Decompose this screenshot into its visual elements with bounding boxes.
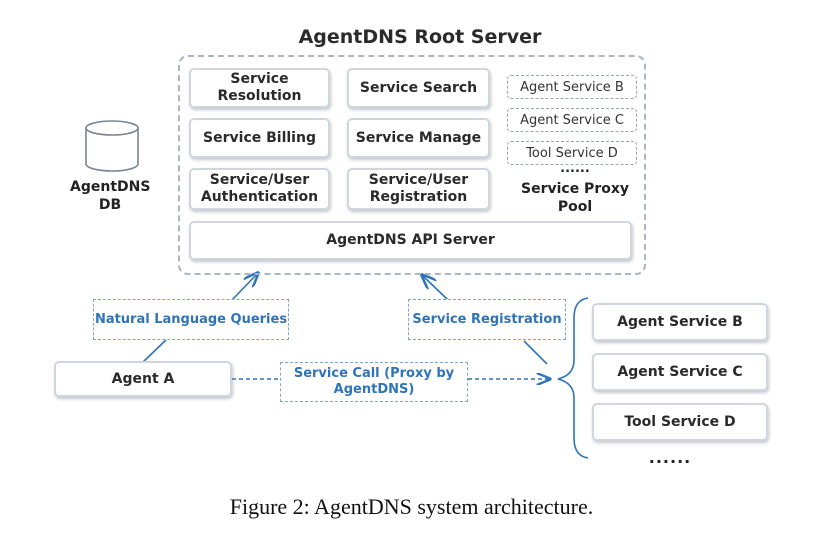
api-server-box: AgentDNS API Server <box>189 221 632 260</box>
registration-arrow-lower <box>523 340 548 365</box>
service-call-label: Service Call (Proxy by AgentDNS) <box>280 362 468 402</box>
pool-ellipsis: ...... <box>560 161 590 176</box>
figure-caption: Figure 2: AgentDNS system architecture. <box>229 494 594 519</box>
database-label: AgentDNS DB <box>70 179 151 213</box>
queries-label: Natural Language Queries <box>93 299 289 340</box>
service-box: Agent Service C <box>592 353 768 391</box>
root-server-frame <box>178 55 646 275</box>
service-resolution-box: Service Resolution <box>189 68 330 108</box>
registration-label: Service Registration <box>408 299 566 340</box>
services-brace <box>557 297 589 459</box>
service-billing-box: Service Billing <box>189 118 330 158</box>
root-server-title: AgentDNS Root Server <box>298 26 542 48</box>
service-box: Agent Service B <box>592 303 768 341</box>
proxy-pool-label: Service Proxy Pool <box>520 181 629 215</box>
authentication-box: Service/User Authentication <box>189 168 330 210</box>
database-icon <box>85 120 139 172</box>
registration-box: Service/User Registration <box>347 168 490 210</box>
registration-arrow-upper <box>422 275 449 301</box>
agent-a-box: Agent A <box>54 361 232 397</box>
queries-arrow-lower <box>142 339 167 363</box>
pool-item: Agent Service C <box>507 108 637 132</box>
service-box: Tool Service D <box>592 403 768 441</box>
pool-item: Agent Service B <box>507 75 637 99</box>
services-ellipsis: ...... <box>648 448 692 467</box>
service-search-box: Service Search <box>347 68 490 108</box>
pool-item: Tool Service D <box>507 141 637 165</box>
service-manage-box: Service Manage <box>347 118 490 158</box>
queries-arrow-upper <box>231 273 258 301</box>
